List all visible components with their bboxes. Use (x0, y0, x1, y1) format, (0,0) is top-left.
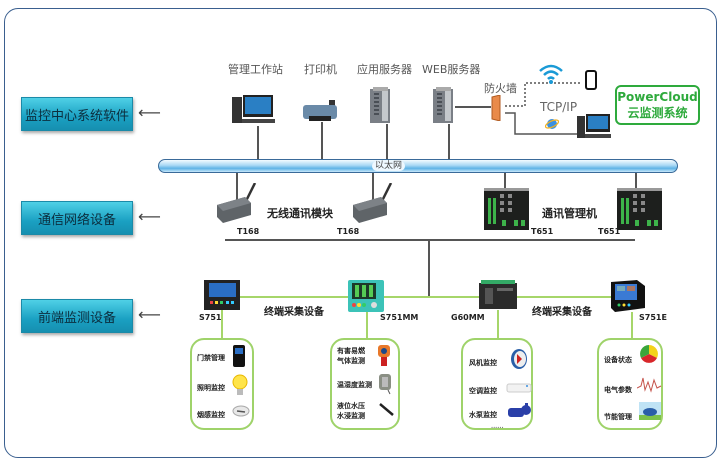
diagram-frame (4, 8, 717, 458)
controller-g60mm-icon (479, 280, 517, 309)
link-line (257, 126, 259, 160)
cloud-links (505, 82, 583, 135)
link-line (321, 122, 323, 160)
smoke-detector-icon (232, 405, 250, 417)
powercloud-subtitle: 云监测系统 (627, 106, 688, 120)
link-line (635, 173, 637, 189)
group-item-label: 水泵监控 (469, 410, 497, 419)
comm-manager-icon (484, 188, 529, 230)
water-pump-icon (508, 403, 531, 417)
ethernet-bus (158, 159, 678, 173)
arrow-left-icon: ⟵ (138, 305, 161, 324)
layer-label: 监控中心系统软件 (24, 108, 129, 124)
link-line (455, 106, 491, 108)
terminal-bus-line (222, 296, 618, 298)
wireless-module-icon (353, 183, 393, 223)
link-line (221, 310, 223, 340)
group-item-label: 烟感监控 (197, 410, 225, 419)
comm-manager-label: 通讯管理机 (542, 207, 597, 220)
server-icon (433, 87, 453, 123)
link-line (497, 310, 499, 340)
link-line (504, 173, 506, 189)
arrow-left-icon: ⟵ (138, 207, 161, 226)
arrow-left-icon: ⟵ (138, 103, 161, 122)
model-label: T168 (337, 227, 360, 236)
meter-s751-icon (204, 280, 240, 310)
group-item-label: 设备状态 (604, 355, 632, 364)
printer-icon (303, 100, 337, 121)
gas-detector-icon (378, 345, 390, 366)
link-line (386, 124, 388, 160)
powercloud-title: PowerCloud (617, 90, 698, 104)
air-conditioner-icon (506, 383, 532, 393)
meter-s751mm-icon (348, 280, 384, 312)
wifi-icon (539, 64, 563, 84)
model-label: S751 (199, 313, 222, 322)
model-label: S751E (639, 313, 667, 322)
device-group-security: 门禁管理 照明监控 烟感监控 (190, 338, 254, 430)
group-item-label: 电气参数 (604, 385, 632, 394)
meter-s751e-icon (611, 280, 645, 312)
link-line (428, 239, 430, 297)
browser-icon (545, 119, 559, 129)
fan-icon (511, 349, 527, 369)
energy-saving-icon (639, 402, 661, 420)
model-label: S751MM (380, 313, 419, 322)
tcpip-label: TCP/IP (540, 100, 578, 114)
group-item-label: 液位水压 水浸监测 (337, 401, 365, 420)
firewall-icon (491, 95, 501, 121)
link-line (236, 173, 238, 203)
printer-label: 打印机 (304, 63, 337, 76)
app-server-label: 应用服务器 (357, 63, 412, 76)
more-indicator: ...... (491, 423, 504, 430)
device-group-environment: 有害易燃 气体监测 温湿度监测 液位水压 水浸监测 (330, 338, 400, 430)
link-line (366, 312, 368, 340)
layer-frontend-monitoring: 前端监测设备 (21, 299, 133, 333)
humidity-sensor-icon (379, 374, 391, 395)
group-item-label: 有害易燃 气体监测 (337, 346, 365, 365)
link-line (448, 124, 450, 160)
workstation-label: 管理工作站 (228, 63, 283, 76)
model-label: G60MM (451, 313, 485, 322)
group-item-label: 温湿度监测 (337, 380, 372, 389)
group-item-label: 门禁管理 (197, 353, 225, 362)
status-pie-icon (640, 345, 658, 363)
ethernet-label: 以太网 (372, 161, 406, 171)
group-item-label: 空调监控 (469, 386, 497, 395)
web-server-label: WEB服务器 (422, 63, 481, 76)
mobile-phone-icon (585, 70, 597, 90)
link-line (372, 173, 374, 203)
group-item-label: 照明监控 (197, 383, 225, 392)
model-label: T651 (531, 227, 554, 236)
terminal-label: 终端采集设备 (264, 307, 324, 318)
layer-label: 前端监测设备 (37, 310, 116, 326)
waveform-icon (637, 377, 662, 393)
model-label: T168 (237, 227, 260, 236)
link-line (631, 312, 633, 340)
layer-communication-network: 通信网络设备 (21, 201, 133, 235)
server-icon (370, 87, 390, 123)
wireless-module-label: 无线通讯模块 (267, 207, 333, 220)
remote-pc-icon (577, 114, 611, 138)
comm-bus-line (225, 239, 635, 241)
comm-manager-icon (617, 188, 662, 230)
firewall-label: 防火墙 (484, 82, 517, 95)
group-item-label: 风机监控 (469, 358, 497, 367)
device-group-energy: 设备状态 电气参数 节能管理 (597, 338, 663, 430)
water-sensor-icon (379, 403, 394, 416)
group-item-label: 节能管理 (604, 412, 632, 421)
light-bulb-icon (232, 374, 248, 395)
powercloud-box: PowerCloud 云监测系统 (615, 85, 700, 125)
model-label: T651 (598, 227, 621, 236)
device-group-hvac: 风机监控 空调监控 水泵监控 ...... (461, 338, 533, 430)
workstation-icon (232, 95, 275, 123)
access-control-icon (233, 345, 245, 367)
layer-label: 通信网络设备 (37, 212, 116, 228)
wireless-module-icon (217, 183, 257, 223)
layer-monitoring-software: 监控中心系统软件 (21, 97, 133, 131)
terminal-label: 终端采集设备 (532, 307, 592, 318)
